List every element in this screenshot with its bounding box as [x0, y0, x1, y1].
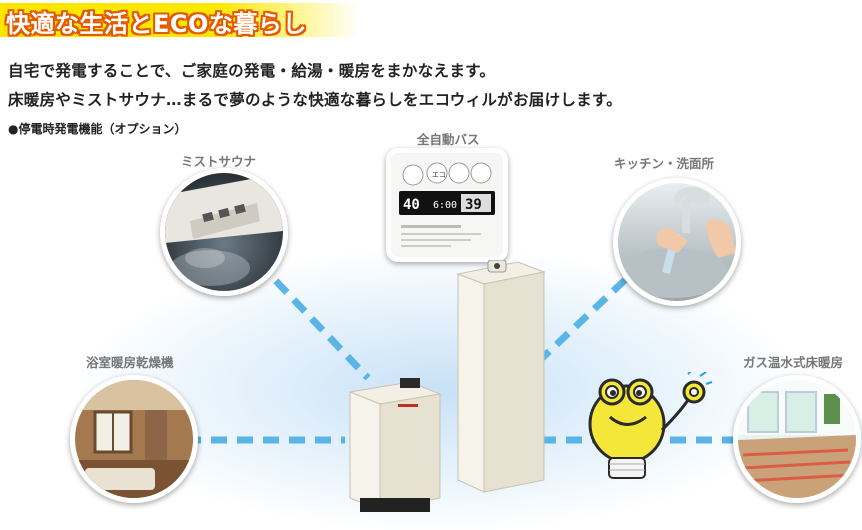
kitchen-faucet-icon	[613, 178, 741, 306]
page-title: 快適な生活とECOな暮らし	[6, 10, 307, 38]
floor-heating-room-icon	[733, 375, 861, 503]
remote-temp-2: 39	[465, 197, 482, 213]
intro-line-2: 床暖房やミストサウナ…まるで夢のような快適な暮らしをエコウィルがお届けします。	[8, 91, 623, 109]
connector-kitchen	[537, 277, 628, 363]
mist-sauna-vent-icon	[160, 168, 288, 296]
label-auto-bath: 全自動バス	[417, 132, 480, 147]
bath-remote-controller-icon: エコ 40 6:00 39	[386, 148, 508, 262]
hot-water-tank-icon	[448, 259, 548, 504]
label-mist-sauna: ミストサウナ	[181, 154, 257, 169]
intro-line-1: 自宅で発電することで、ご家庭の発電・給湯・暖房をまかなえます。	[8, 62, 496, 80]
bathroom-photo-icon	[70, 375, 198, 503]
title-band	[0, 3, 360, 37]
remote-btn-eco: エコ	[432, 171, 446, 179]
label-bathroom-dryer: 浴室暖房乾燥機	[86, 355, 174, 370]
label-kitchen: キッチン・洗面所	[614, 156, 715, 171]
remote-temp-1: 40	[403, 197, 420, 213]
connector-mist-sauna	[255, 259, 371, 381]
frog-mascot-icon	[582, 369, 732, 486]
remote-time: 6:00	[433, 200, 457, 211]
label-floor-heating: ガス温水式床暖房	[743, 355, 844, 370]
option-note: ●停電時発電機能（オプション）	[8, 122, 187, 136]
cogeneration-unit-icon	[340, 378, 450, 522]
